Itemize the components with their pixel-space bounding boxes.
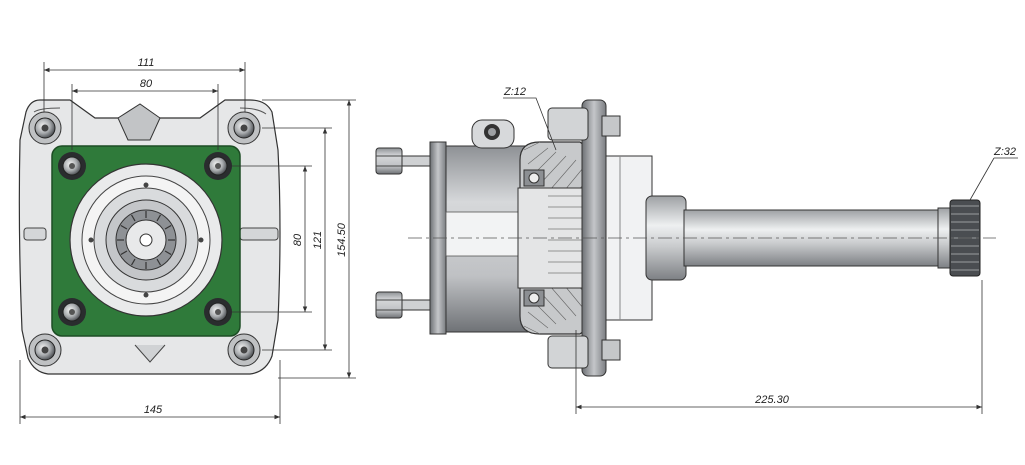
top-eyelet (471, 119, 515, 149)
dim-top-width-outer: 111 (138, 57, 155, 69)
flange-bolt-bottom-right (204, 298, 232, 326)
housing-bolt-top-right (227, 111, 261, 145)
stud-bottom (375, 291, 433, 319)
dim-right-height-mid: 121 (312, 231, 324, 249)
front-view (18, 99, 281, 375)
top-lug (117, 103, 161, 141)
dim-shaft-length: 225.30 (754, 394, 790, 406)
shaft-spline-teeth (951, 205, 979, 271)
flange-bolt-top-right (204, 152, 232, 180)
front-dimensions (19, 62, 356, 424)
dim-right-height-inner: 80 (292, 233, 304, 246)
side-dimensions (503, 97, 1018, 414)
gear-teeth-lines (548, 195, 588, 274)
housing-bolt-bottom-right (227, 333, 261, 367)
spline-teeth (117, 211, 175, 269)
flange-bolt-bottom-left (58, 298, 86, 326)
callout-gear-teeth: Z:12 (503, 86, 526, 98)
housing-bolt-bottom-left (28, 333, 62, 367)
dim-bottom-width: 145 (144, 404, 163, 416)
callout-shaft-teeth: Z:32 (993, 146, 1016, 158)
stud-top (375, 147, 433, 175)
flange-bolt-top-left (58, 152, 86, 180)
housing-bolt-top-left (28, 111, 62, 145)
dim-top-width-inner: 80 (140, 78, 153, 90)
dim-right-height-outer: 154.50 (336, 222, 348, 257)
